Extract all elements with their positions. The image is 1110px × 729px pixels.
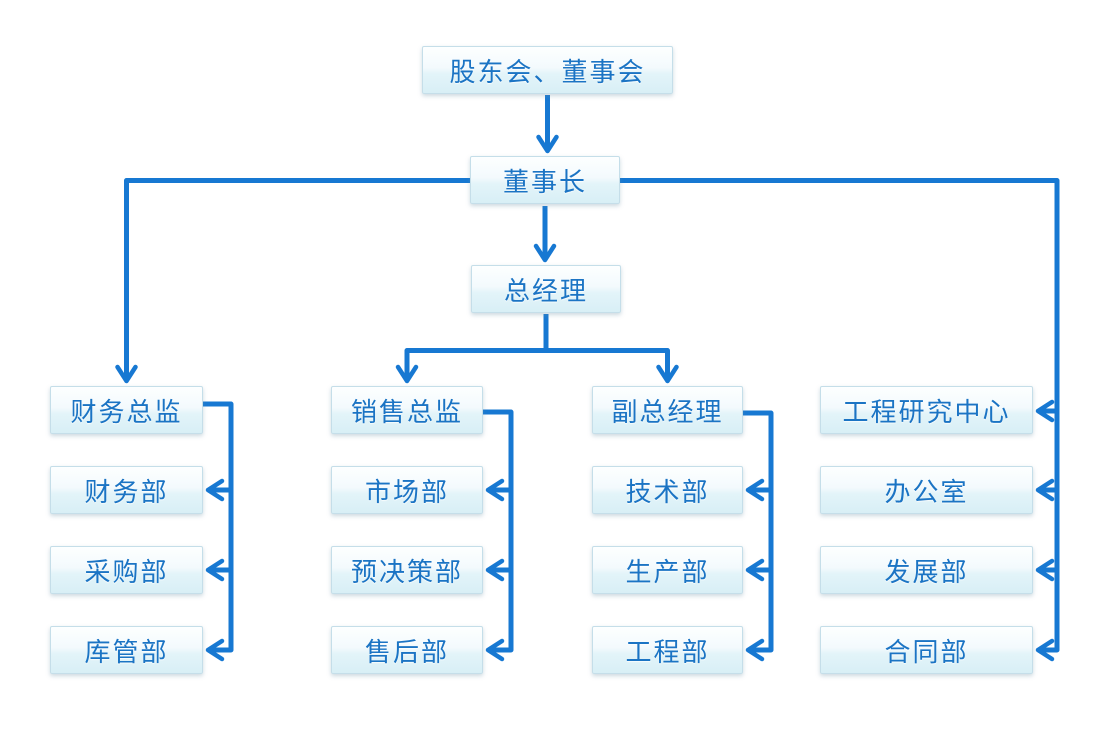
node-contract-dept: 合同部 — [820, 626, 1033, 674]
node-after-sales-dept: 售后部 — [331, 626, 483, 674]
connector-sales-rail — [483, 409, 514, 662]
connector-gm-to-sales-director — [395, 348, 546, 384]
node-office: 办公室 — [820, 466, 1033, 514]
node-engineering-research-center: 工程研究中心 — [820, 386, 1033, 434]
node-shareholders-board: 股东会、董事会 — [422, 46, 673, 94]
node-general-manager: 总经理 — [471, 265, 621, 313]
node-chairman: 董事长 — [470, 156, 620, 204]
node-production-dept: 生产部 — [592, 546, 743, 594]
connector-deputy-rail — [743, 410, 774, 662]
node-technology-dept: 技术部 — [592, 466, 743, 514]
connector-chairman-right-rail — [620, 178, 1060, 662]
node-deputy-general-manager: 副总经理 — [592, 386, 743, 434]
node-sales-director: 销售总监 — [331, 386, 483, 434]
node-purchasing-dept: 采购部 — [50, 546, 203, 594]
node-budget-decision-dept: 预决策部 — [331, 546, 483, 594]
node-warehouse-dept: 库管部 — [50, 626, 203, 674]
node-finance-dept: 财务部 — [50, 466, 203, 514]
node-marketing-dept: 市场部 — [331, 466, 483, 514]
connector-cfo-rail — [203, 401, 234, 662]
node-cfo: 财务总监 — [50, 386, 203, 434]
node-engineering-dept: 工程部 — [592, 626, 743, 674]
connector-gm-to-deputy-gm — [546, 348, 679, 384]
node-development-dept: 发展部 — [820, 546, 1033, 594]
connector-chairman-to-cfo — [115, 178, 470, 384]
